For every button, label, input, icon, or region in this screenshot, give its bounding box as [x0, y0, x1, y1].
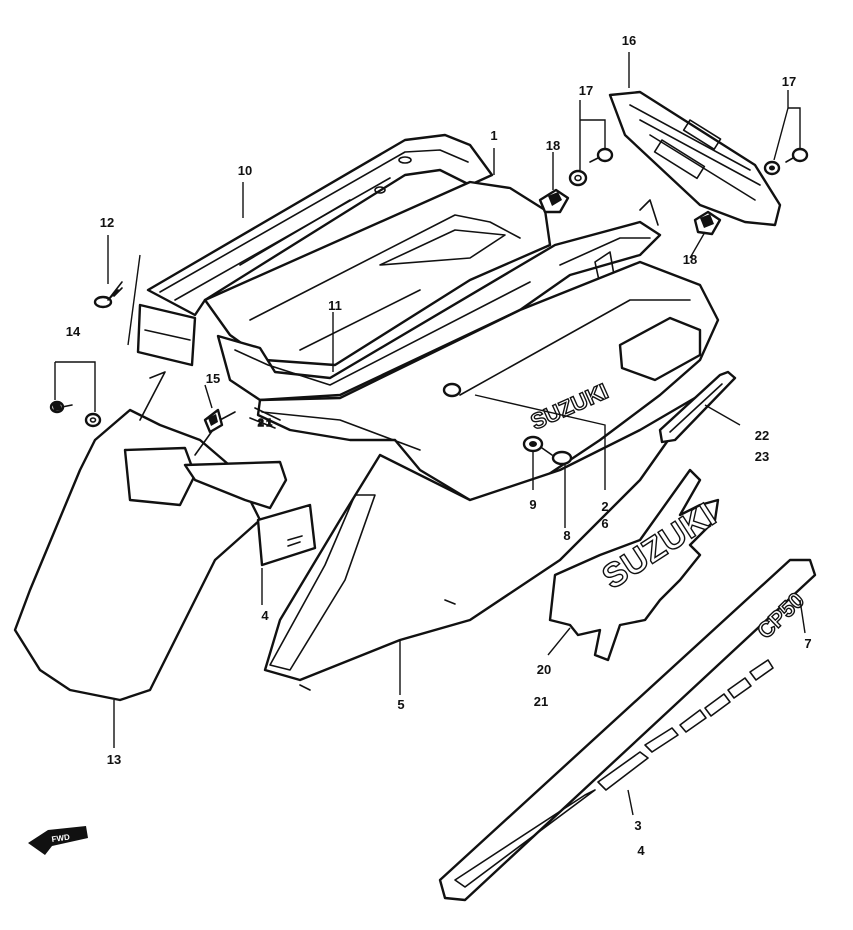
clip-18b-icon [693, 210, 722, 236]
callout-15: 15 [206, 371, 220, 386]
callout-20: 20 [537, 662, 551, 677]
callout-7: 7 [804, 636, 811, 651]
grommet-icon [442, 382, 462, 398]
decal-4-label [256, 503, 317, 567]
callout-8: 8 [563, 528, 570, 543]
callout-22: 22 [755, 428, 769, 443]
hardware [49, 147, 809, 466]
bolt-17a-icon [589, 147, 614, 163]
callout-4a: 4 [261, 608, 269, 623]
callout-5: 5 [397, 697, 404, 712]
forward-arrow-icon: FWD [28, 826, 88, 855]
forward-arrow-label: FWD [51, 833, 71, 844]
callout-13: 13 [107, 752, 121, 767]
callout-3: 3 [634, 818, 641, 833]
part-rear-fender [13, 371, 288, 702]
callout-16: 16 [622, 33, 636, 48]
part-grab-plate [608, 90, 782, 227]
part-side-cover: SUZUKI 2 1 [249, 260, 720, 502]
callout-9: 9 [529, 497, 536, 512]
washer-17a-icon [568, 169, 588, 187]
callout-12: 12 [100, 215, 114, 230]
decal-22-stripe [658, 370, 737, 444]
callout-17a: 17 [579, 83, 593, 98]
callout-4b: 4 [637, 843, 645, 858]
callout-11: 11 [328, 298, 342, 313]
callout-18a: 18 [546, 138, 560, 153]
callout-21: 21 [534, 694, 548, 709]
callout-18b: 18 [683, 252, 697, 267]
clip-18a-icon [538, 188, 570, 214]
clip-15-icon [203, 408, 224, 434]
bolt-8-icon [541, 447, 573, 466]
callout-10: 10 [238, 163, 252, 178]
callout-23: 23 [755, 449, 769, 464]
bolt-14-icon [49, 400, 73, 414]
callout-14: 14 [66, 324, 81, 339]
callout-17b: 17 [782, 74, 796, 89]
screw-12-icon [93, 281, 123, 309]
washer-17b-icon [763, 160, 781, 176]
leader-lines [54, 52, 806, 816]
part-lower-panel [263, 393, 702, 691]
callout-1: 1 [490, 128, 497, 143]
bolt-17b-icon [785, 147, 809, 163]
callout-2: 2 [601, 499, 608, 514]
callouts: 1 2 3 4 4 5 6 7 8 9 10 11 12 13 14 15 16… [66, 33, 812, 858]
washer-14-icon [84, 412, 102, 428]
callout-6: 6 [601, 516, 608, 531]
washer-9-icon [522, 435, 544, 453]
body-marking: 2 1 [258, 418, 272, 429]
